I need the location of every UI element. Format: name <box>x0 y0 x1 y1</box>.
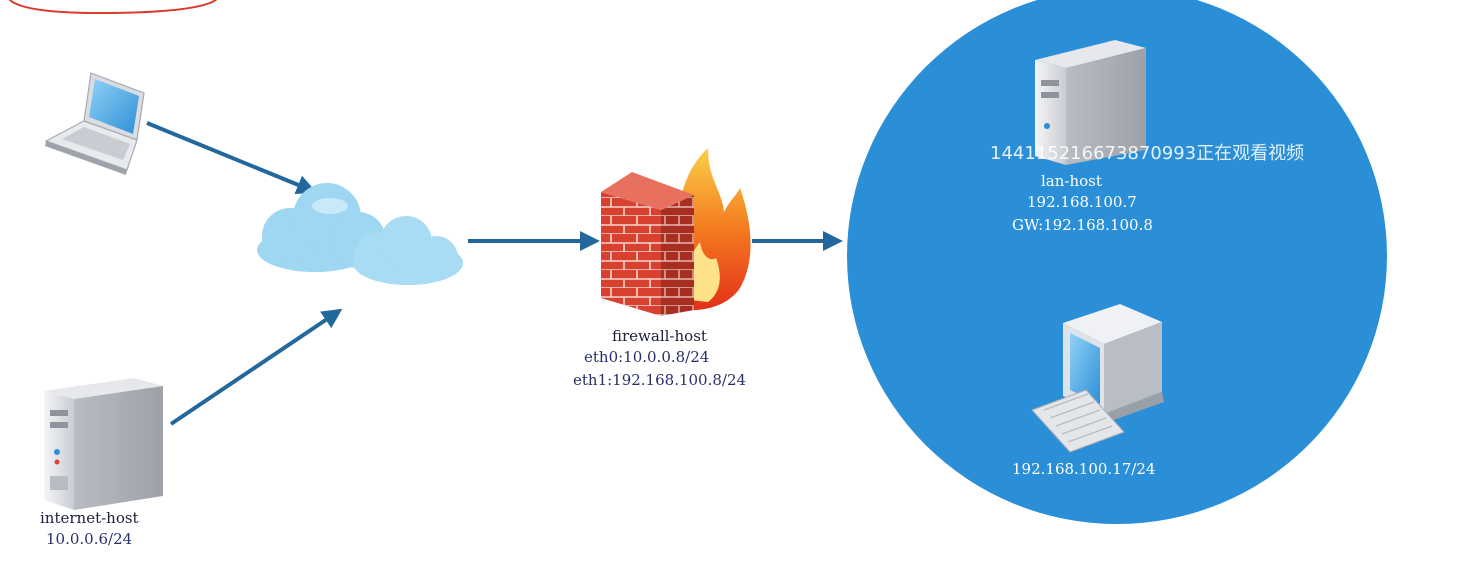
viewer-watermark: 144115216673870993正在观看视频 <box>990 143 1305 164</box>
laptop-icon <box>44 72 145 175</box>
lan-host-ip: 192.168.100.7 <box>1027 193 1137 211</box>
firewall-icon <box>601 172 694 316</box>
desktop-pc-icon <box>1031 304 1164 453</box>
lan-pc-ip: 192.168.100.17/24 <box>1012 460 1156 478</box>
internet-host-name: internet-host <box>40 509 139 527</box>
cloud-icon <box>257 183 463 285</box>
server-icon <box>1035 40 1146 165</box>
lan-host-name: lan-host <box>1041 172 1102 190</box>
firewall-eth1: eth1:192.168.100.8/24 <box>573 371 747 389</box>
arrow-laptop-to-cloud <box>146 121 317 195</box>
firewall-eth0: eth0:10.0.0.8/24 <box>584 348 710 366</box>
firewall-host-name: firewall-host <box>612 327 707 345</box>
server-icon <box>44 378 163 510</box>
highlight-ring <box>8 0 218 15</box>
lan-zone-circle <box>847 0 1387 524</box>
internet-host-ip: 10.0.0.6/24 <box>46 530 133 548</box>
lan-host-gateway: GW:192.168.100.8 <box>1012 216 1153 234</box>
arrow-server-to-cloud <box>169 308 343 426</box>
